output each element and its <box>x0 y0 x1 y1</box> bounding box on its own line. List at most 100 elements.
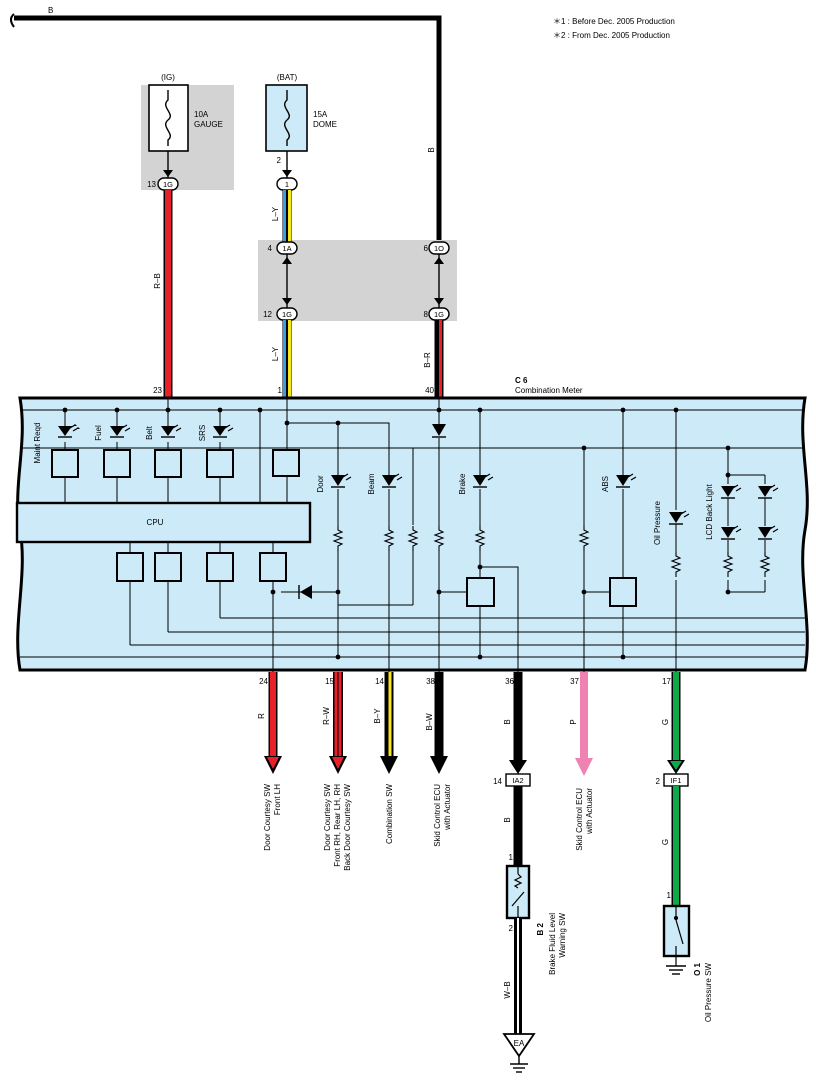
connector-ia2-label: IA2 <box>512 776 523 785</box>
wire-r-label: R <box>257 713 266 719</box>
connector-1-dome-label: 1 <box>285 180 289 189</box>
wire-p-skid <box>575 672 593 776</box>
note-before-dec-2005: ＊1 : Before Dec. 2005 Production <box>553 17 675 26</box>
connector-1a-label: 1A <box>282 244 291 253</box>
oil-resistor-icon <box>670 552 682 577</box>
ig-source-label: (IG) <box>161 73 175 82</box>
out-pin-38: 38 <box>426 677 435 686</box>
wire-br-label: B–R <box>423 352 432 368</box>
meter-pin-1: 1 <box>278 386 283 395</box>
dest-skid-37: Skid Control ECU with Actuator <box>575 788 594 851</box>
oil-ground-icon <box>666 965 686 975</box>
gauge-arrow-icon <box>163 170 173 177</box>
output-driver <box>116 552 144 582</box>
wire-g-oil <box>667 672 685 774</box>
dest-door-lh-line1: Door Courtesy SW <box>263 784 272 851</box>
illum-driver <box>272 449 300 477</box>
if1-pin: 2 <box>656 777 661 786</box>
gauge-fuse-element-icon <box>165 90 171 146</box>
brake-switch-icon <box>511 866 525 918</box>
junction-1a-pin: 4 <box>268 244 273 253</box>
dome-arrow-icon <box>282 170 292 177</box>
indicator-leds <box>58 424 779 599</box>
bus-break-mark <box>10 13 15 28</box>
dest-door-others-line3: Back Door Courtesy SW <box>343 784 352 871</box>
dest-skid-37-line1: Skid Control ECU <box>575 788 584 851</box>
brake-sw-name1: Brake Fluid Level <box>548 913 557 975</box>
wire-ly-lower-label: L–Y <box>271 346 280 361</box>
belt-driver <box>154 449 182 478</box>
brake-led-icon <box>473 473 494 488</box>
output-driver <box>206 552 234 582</box>
belt-led-icon <box>161 424 182 438</box>
gauge-fuse-rating: 10A <box>194 110 209 119</box>
resistor-icon <box>433 526 445 551</box>
abs-led-icon <box>616 473 637 488</box>
dome-fuse-pin: 2 <box>277 156 282 165</box>
lcd-backlight-led-icon <box>721 484 742 499</box>
diode-icon <box>432 424 446 438</box>
wire-wb-label: W–B <box>503 981 512 998</box>
lcd-backlight-led-icon <box>758 525 779 540</box>
indicator-label-oil: Oil Pressure <box>653 500 662 545</box>
connector-if1-label: IF1 <box>671 776 682 785</box>
brake-driver <box>466 577 495 607</box>
wire-by-combination <box>380 672 398 774</box>
bat-source-label: (BAT) <box>277 73 298 82</box>
junction-arrow-down-icon <box>282 298 292 305</box>
dest-door-others: Door Courtesy SW Front RH, Rear LH, RH B… <box>323 784 352 871</box>
meter-ref: C 6 <box>515 376 528 385</box>
wire-b-label: B <box>503 719 512 724</box>
out-pin-15: 15 <box>325 677 334 686</box>
cpu-diode-icon <box>298 585 312 599</box>
indicator-label-abs: ABS <box>601 476 610 492</box>
beam-resistor-icon <box>383 526 395 551</box>
lcd-resistor-icon <box>722 552 734 577</box>
out-pin-37: 37 <box>570 677 579 686</box>
output-driver <box>154 552 182 582</box>
oil-pressure-led-icon <box>669 510 690 525</box>
output-driver <box>259 552 287 582</box>
lcd-backlight-led-icon <box>758 484 779 499</box>
wire-r-door-lh <box>264 672 282 774</box>
oil-sw-name: Oil Pressure SW <box>704 963 713 1023</box>
meter-name: Combination Meter <box>515 386 583 395</box>
out-pin-24: 24 <box>259 677 268 686</box>
wire-ly-upper-label: L–Y <box>271 206 280 221</box>
wire-b-bus <box>14 15 442 246</box>
dome-fuse-name: DOME <box>313 120 337 129</box>
indicator-label-beam: Beam <box>367 473 376 494</box>
dest-skid-38-line1: Skid Control ECU <box>433 784 442 847</box>
wire-ly-upper <box>282 190 292 242</box>
lcd-resistor-icon <box>759 552 771 577</box>
door-led-icon <box>331 473 352 488</box>
wire-b-riser-label: B <box>427 147 436 152</box>
dest-skid-38-line2: with Actuator <box>443 784 452 831</box>
oil-sw-ref: O 1 <box>693 962 702 975</box>
wire-by-label: B–Y <box>373 708 382 724</box>
wire-b-label: B <box>48 6 53 15</box>
wire-rw-door <box>329 672 347 774</box>
junction-arrow-down-icon <box>434 298 444 305</box>
ia2-pin: 14 <box>493 777 502 786</box>
resistor-icon <box>407 526 419 551</box>
brake-sw-pin2: 2 <box>509 924 514 933</box>
connector-1g-ig-label: 1G <box>163 180 173 189</box>
wire-rw-label: R–W <box>322 707 331 725</box>
indicator-label-brake: Brake <box>458 473 467 494</box>
ground-ea-label: EA <box>514 1039 525 1048</box>
maint-reqd-led-icon <box>58 424 80 438</box>
door-resistor-icon <box>332 526 344 551</box>
wire-b-brake <box>509 672 527 774</box>
fuel-led-icon <box>110 424 131 438</box>
out-pin-17: 17 <box>662 677 671 686</box>
oil-switch-icon <box>673 906 684 966</box>
meter-pin-40: 40 <box>425 386 434 395</box>
oil-sw-pin: 1 <box>667 891 672 900</box>
brake-sw-pin1: 1 <box>509 853 514 862</box>
wire-rb-label: R–B <box>153 273 162 289</box>
dome-fuse-rating: 15A <box>313 110 328 119</box>
wire-ly-lower <box>282 320 292 398</box>
junction-arrow-up-icon <box>434 257 444 264</box>
